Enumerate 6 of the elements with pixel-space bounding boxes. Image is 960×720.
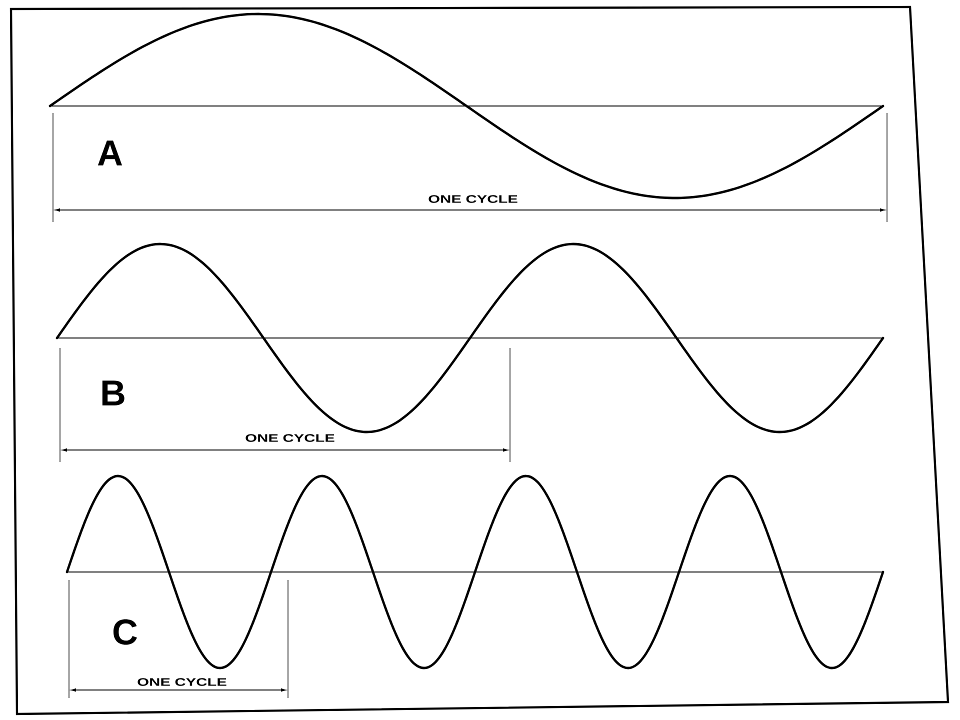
dimension-label: ONE CYCLE <box>428 195 518 203</box>
dimension-label: ONE CYCLE <box>138 678 226 686</box>
wave-label: B <box>102 380 124 406</box>
dimension-label: ONE CYCLE <box>246 434 334 442</box>
wave-label: C <box>113 619 138 645</box>
wave-label: A <box>98 140 122 166</box>
